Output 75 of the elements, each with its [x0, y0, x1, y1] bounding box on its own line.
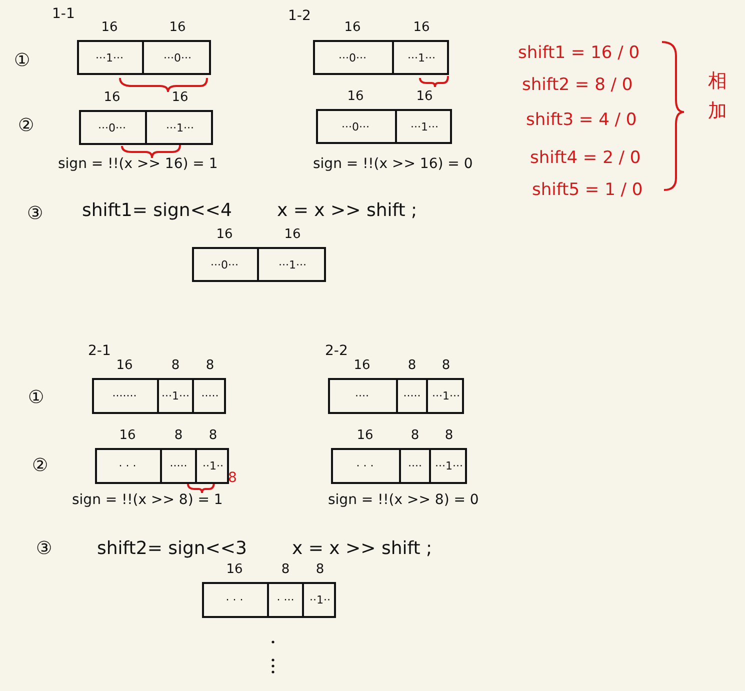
bit-pattern: ·····: [201, 390, 219, 402]
bit-width-label: 16: [284, 227, 301, 242]
bit-width-label: 8: [228, 470, 237, 486]
bit-pattern: · ···: [276, 594, 294, 606]
bit-pattern: ···1···: [432, 390, 460, 402]
formula-text: shift3 = 4 / 0: [526, 110, 637, 130]
bit-width-label: 16: [101, 20, 118, 35]
bit-pattern: ···1···: [96, 51, 124, 64]
case-label: 2-1: [88, 343, 111, 359]
bit-pattern: ··1··: [202, 460, 224, 472]
step-number: ②: [32, 455, 48, 476]
bit-pattern: ···1···: [278, 258, 306, 271]
bit-width-label: 8: [316, 562, 324, 577]
bit-width-label: 16: [169, 20, 186, 35]
formula-text: shift5 = 1 / 0: [532, 180, 643, 200]
formula-text: sign = !!(x >> 16) = 1: [58, 156, 218, 172]
bit-pattern: ····: [355, 390, 369, 402]
case-label: 1-2: [288, 8, 311, 24]
bit-width-label: 16: [344, 20, 361, 35]
bit-pattern: ···1···: [408, 51, 436, 64]
formula-text: sign = !!(x >> 8) = 1: [72, 492, 223, 508]
formula-text: shift4 = 2 / 0: [530, 148, 641, 168]
bit-width-label: 16: [356, 428, 374, 443]
bit-pattern: · · ·: [356, 460, 374, 472]
bit-width-label: 16: [413, 20, 430, 35]
bit-pattern: ···0···: [98, 121, 126, 134]
bit-width-label: 8: [174, 428, 183, 443]
bit-pattern: ···0···: [342, 120, 370, 133]
step-number: ③: [27, 203, 44, 224]
step-number: ②: [18, 115, 34, 136]
bit-width-label: 16: [104, 90, 120, 105]
bit-pattern: ···1···: [166, 121, 194, 134]
formula-text: x = x >> shift ;: [277, 200, 418, 221]
bit-width-label: 8: [206, 358, 214, 373]
bit-width-label: 16: [119, 428, 136, 443]
bit-pattern: · · ·: [118, 460, 136, 472]
bit-width-label: 8: [208, 428, 218, 443]
formula-text: x = x >> shift ;: [292, 538, 432, 559]
bit-width-label: 16: [416, 89, 433, 104]
bit-pattern: ·····: [403, 390, 421, 402]
bit-pattern: ···0···: [164, 51, 192, 64]
bit-pattern: ···0···: [338, 51, 366, 64]
bit-pattern: ···1···: [435, 460, 463, 472]
bit-pattern: · · ·: [226, 594, 244, 606]
bit-width-label: 8: [171, 358, 180, 373]
bit-pattern: ···0···: [210, 258, 238, 271]
bit-width-label: 16: [226, 562, 243, 577]
bit-width-label: 8: [408, 358, 416, 373]
step-number: ①: [28, 387, 44, 408]
step-number: ①: [14, 50, 30, 71]
bit-width-label: 16: [354, 358, 370, 373]
bit-pattern: ··1··: [310, 594, 330, 606]
bit-width-label: 16: [116, 358, 133, 373]
step-number: ③: [36, 538, 52, 559]
case-label: 1-1: [52, 6, 75, 22]
bit-pattern: ····: [408, 460, 422, 472]
case-label: 2-2: [325, 343, 348, 359]
formula-text: shift1 = 16 / 0: [518, 43, 640, 63]
bit-width-label: 16: [347, 89, 364, 104]
bit-width-label: 8: [281, 562, 290, 577]
bit-width-label: 8: [444, 428, 454, 443]
formula-text: sign = !!(x >> 8) = 0: [328, 492, 479, 508]
bit-pattern: ·····: [170, 460, 188, 472]
formula-text: sign = !!(x >> 16) = 0: [313, 156, 473, 172]
bit-width-label: 16: [216, 227, 233, 242]
bit-width-label: 16: [172, 90, 188, 105]
bit-width-label: 8: [410, 428, 420, 443]
note-text: 相加: [708, 69, 727, 124]
bit-width-label: 8: [442, 358, 450, 373]
formula-text: shift1= sign<<4: [82, 200, 232, 221]
formula-text: shift2 = 8 / 0: [522, 75, 633, 95]
bit-pattern: ·······: [112, 390, 137, 402]
bit-pattern: ···1···: [162, 390, 190, 402]
formula-text: shift2= sign<<3: [97, 538, 247, 559]
bit-pattern: ···1···: [410, 120, 438, 133]
